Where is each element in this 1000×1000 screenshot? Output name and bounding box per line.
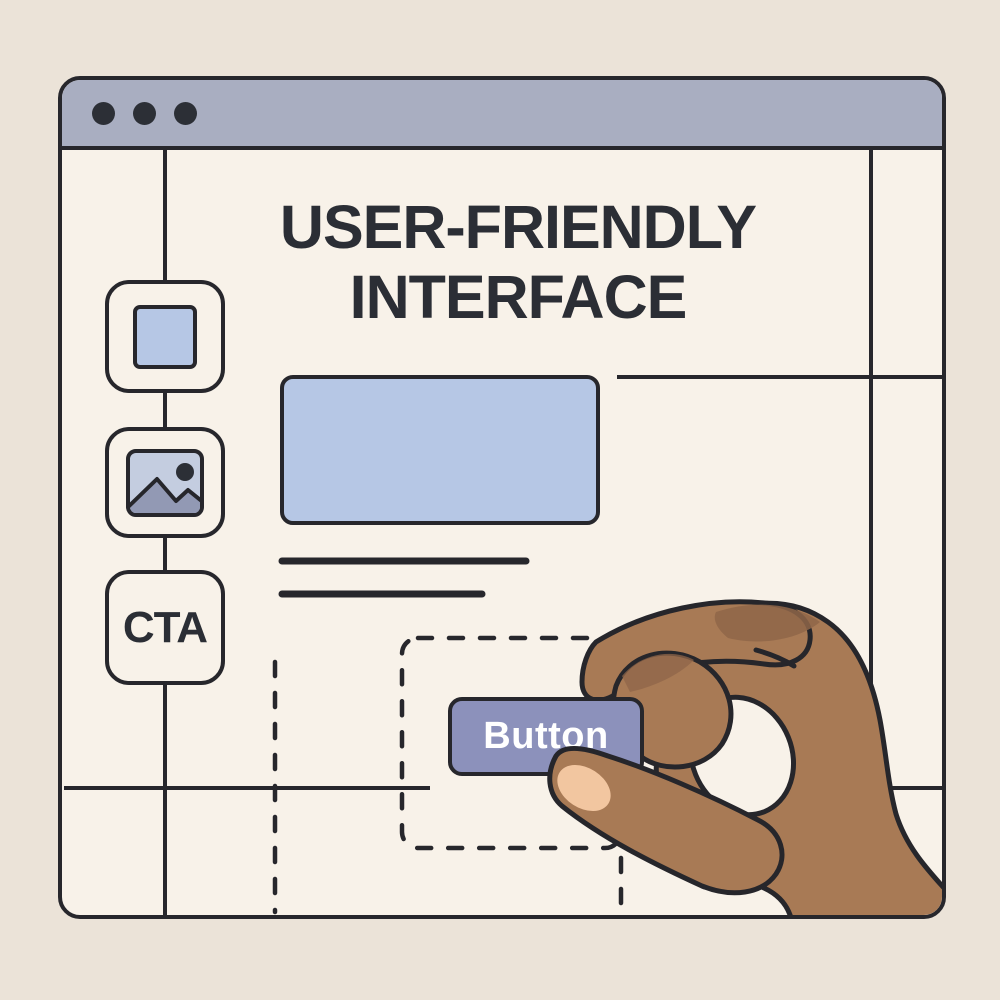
sidebar-item-image[interactable]	[105, 427, 225, 538]
finger-shading	[622, 653, 694, 692]
window-dot-icon[interactable]	[133, 101, 156, 125]
hand-shading	[714, 604, 820, 642]
square-block-icon	[133, 304, 197, 369]
window-titlebar	[62, 80, 942, 150]
index-finger	[579, 599, 813, 703]
hand-palm	[653, 600, 942, 915]
sidebar-item-block[interactable]	[105, 280, 225, 393]
browser-window: USER-FRIENDLY INTERFACE CTA	[58, 76, 946, 919]
knuckle-crease-line	[753, 647, 797, 669]
button-label: Button	[483, 715, 609, 757]
pinch-gap	[687, 694, 797, 818]
hero-image-placeholder	[280, 375, 600, 525]
page-title-line2: INTERFACE	[349, 263, 688, 332]
sidebar-item-cta[interactable]: CTA	[105, 570, 225, 685]
draggable-button[interactable]: Button	[448, 697, 644, 776]
image-icon-sun	[176, 462, 194, 481]
page-title: USER-FRIENDLY INTERFACE	[168, 192, 868, 332]
page-title-line1: USER-FRIENDLY	[279, 193, 757, 261]
image-icon-mountains	[130, 476, 200, 513]
window-dot-icon[interactable]	[92, 101, 115, 125]
cta-label: CTA	[122, 602, 208, 652]
window-dot-icon[interactable]	[174, 101, 197, 125]
image-icon	[126, 448, 204, 517]
